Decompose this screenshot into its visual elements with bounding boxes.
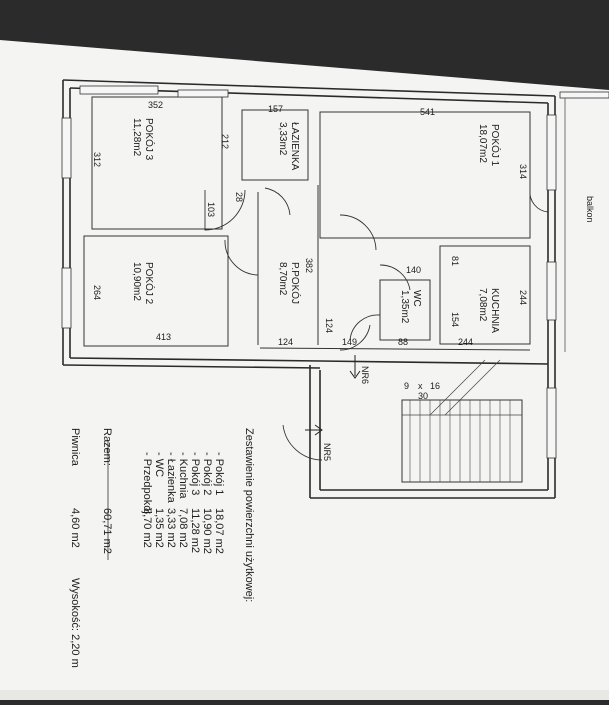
room-name-lazienka: ŁAZIENKA — [289, 122, 300, 171]
interior-walls — [83, 96, 531, 351]
dim-124: 124 — [278, 337, 293, 347]
dim-541: 541 — [420, 107, 435, 117]
dim-314: 314 — [518, 164, 528, 179]
total-value: 60,71 m2 — [101, 508, 113, 554]
room-area-wc: 1,35m2 — [399, 290, 410, 324]
paper-edge — [0, 690, 609, 700]
arrow-nr5-icon — [305, 424, 323, 436]
room-area-kuchnia: 7,08m2 — [477, 288, 488, 322]
summary-item-name: - Pokój 2 — [201, 452, 213, 495]
dim-28: 28 — [234, 192, 244, 202]
dim-352: 352 — [148, 100, 163, 110]
dimension-labels: 352 157 541 212 312 314 103 28 382 140 8… — [92, 100, 528, 401]
nr5-label: NR5 — [322, 443, 332, 461]
dim-124-vertical: 124 — [324, 318, 334, 333]
balcony-label: balkon — [585, 196, 595, 223]
dim-157: 157 — [268, 104, 283, 114]
windows — [61, 85, 609, 459]
dim-312: 312 — [92, 152, 102, 167]
summary-item-name: - Przedpokój — [141, 452, 153, 514]
room-name-przedpokoj: P.POKÓJ — [289, 262, 302, 304]
area-summary: Zestawienie powierzchni użytkowej: - Pok… — [69, 428, 255, 668]
summary-item-name: - Pokój 3 — [189, 452, 201, 495]
dim-264: 264 — [92, 285, 102, 300]
paper — [0, 40, 609, 700]
room-name-pokoj1: POKÓJ 1 — [489, 124, 502, 167]
dim-140: 140 — [406, 265, 421, 275]
summary-item-value: 8,70 m2 — [141, 508, 153, 548]
nr6-label: NR6 — [360, 366, 370, 384]
summary-item-name: - Łazienka — [165, 452, 177, 504]
room-name-wc: WC — [411, 290, 422, 307]
summary-item-name: - WC — [153, 452, 165, 477]
summary-item-value: 3,33 m2 — [165, 508, 177, 548]
summary-item-name: - Kuchnia — [177, 452, 189, 499]
summary-item-value: 18,07 m2 — [213, 508, 225, 554]
room-area-przedpokoj: 8,70m2 — [277, 262, 288, 296]
room-area-pokoj3: 11,28m2 — [131, 118, 142, 157]
door-swings — [204, 187, 549, 461]
dim-244: 244 — [458, 337, 473, 347]
stair-dim-16: 16 — [430, 381, 440, 391]
room-area-pokoj1: 18,07m2 — [477, 124, 488, 163]
dim-244-vertical: 244 — [518, 290, 528, 305]
basement-label: Piwnica — [69, 428, 81, 467]
summary-heading: Zestawienie powierzchni użytkowej: — [243, 428, 255, 602]
stair-dim-9: 9 — [404, 381, 409, 391]
room-name-kuchnia: KUCHNIA — [489, 288, 500, 333]
summary-item-value: 10,90 m2 — [201, 508, 213, 554]
summary-item-value: 11,28 m2 — [189, 508, 201, 553]
dim-88: 88 — [398, 337, 408, 347]
dim-154: 154 — [450, 312, 460, 327]
dim-103: 103 — [206, 202, 216, 217]
height-label: Wysokość: 2,20 m — [69, 578, 81, 668]
room-area-pokoj2: 10,90m2 — [131, 262, 142, 301]
room-area-lazienka: 3,33m2 — [277, 122, 288, 156]
staircase — [401, 359, 523, 483]
basement-value: 4,60 m2 — [69, 508, 81, 548]
dim-149: 149 — [342, 337, 357, 347]
summary-item-value: 7,08 m2 — [177, 508, 189, 548]
room-labels: POKÓJ 3 11,28m2 POKÓJ 2 10,90m2 ŁAZIENKA… — [131, 118, 502, 333]
total-label: Razem: — [101, 428, 113, 466]
room-name-pokoj2: POKÓJ 2 — [143, 262, 156, 305]
dim-212: 212 — [220, 134, 230, 149]
dim-382: 382 — [304, 258, 314, 273]
dim-413: 413 — [156, 332, 171, 342]
room-name-pokoj3: POKÓJ 3 — [143, 118, 156, 161]
summary-item-value: 1,35 m2 — [153, 508, 165, 548]
dim-81: 81 — [450, 256, 460, 266]
arrow-nr6-icon — [349, 355, 361, 379]
stair-dim-30: 30 — [418, 391, 428, 401]
stair-dim-x: x — [418, 381, 423, 391]
summary-item-name: - Pokój 1 — [213, 452, 225, 495]
